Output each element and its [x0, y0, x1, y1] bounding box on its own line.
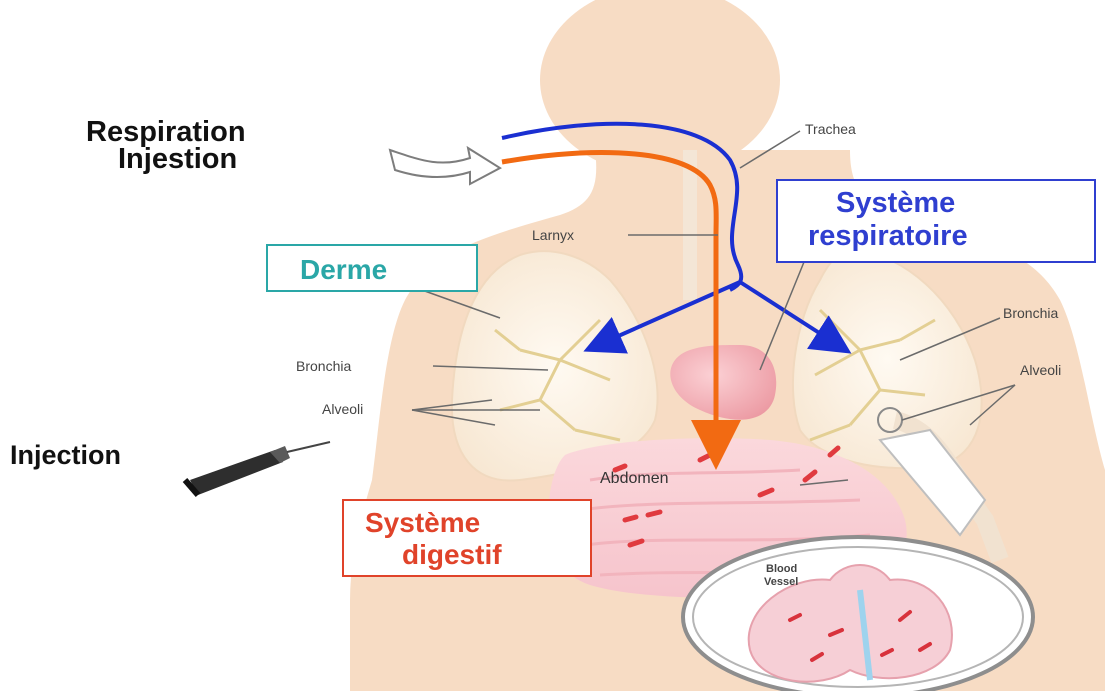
- bronchia-left-label: Bronchia: [296, 358, 351, 374]
- respiratoire-box: Système respiratoire: [777, 180, 1095, 262]
- alveoli-left-label: Alveoli: [322, 401, 363, 417]
- digestif-line2: digestif: [402, 539, 502, 570]
- derme-text: Derme: [300, 254, 387, 285]
- injestion-label: Injestion: [118, 143, 237, 175]
- injection-label: Injection: [10, 440, 121, 470]
- syringe-icon: [185, 442, 330, 495]
- respiratoire-line2: respiratoire: [808, 220, 968, 252]
- respiratoire-line1: Système: [836, 187, 955, 219]
- vessel-label: Vessel: [764, 576, 798, 588]
- intake-arrow-icon: [390, 148, 500, 184]
- digestif-line1: Système: [365, 507, 480, 538]
- digestif-box: Système digestif: [343, 500, 591, 576]
- abdomen-label: Abdomen: [600, 470, 669, 487]
- alveoli-right-label: Alveoli: [1020, 362, 1061, 378]
- derme-box: Derme: [267, 245, 477, 291]
- blood-label: Blood: [766, 563, 797, 575]
- bronchia-right-label: Bronchia: [1003, 305, 1058, 321]
- trachea-label: Trachea: [805, 121, 856, 137]
- larnyx-label: Larnyx: [532, 227, 574, 243]
